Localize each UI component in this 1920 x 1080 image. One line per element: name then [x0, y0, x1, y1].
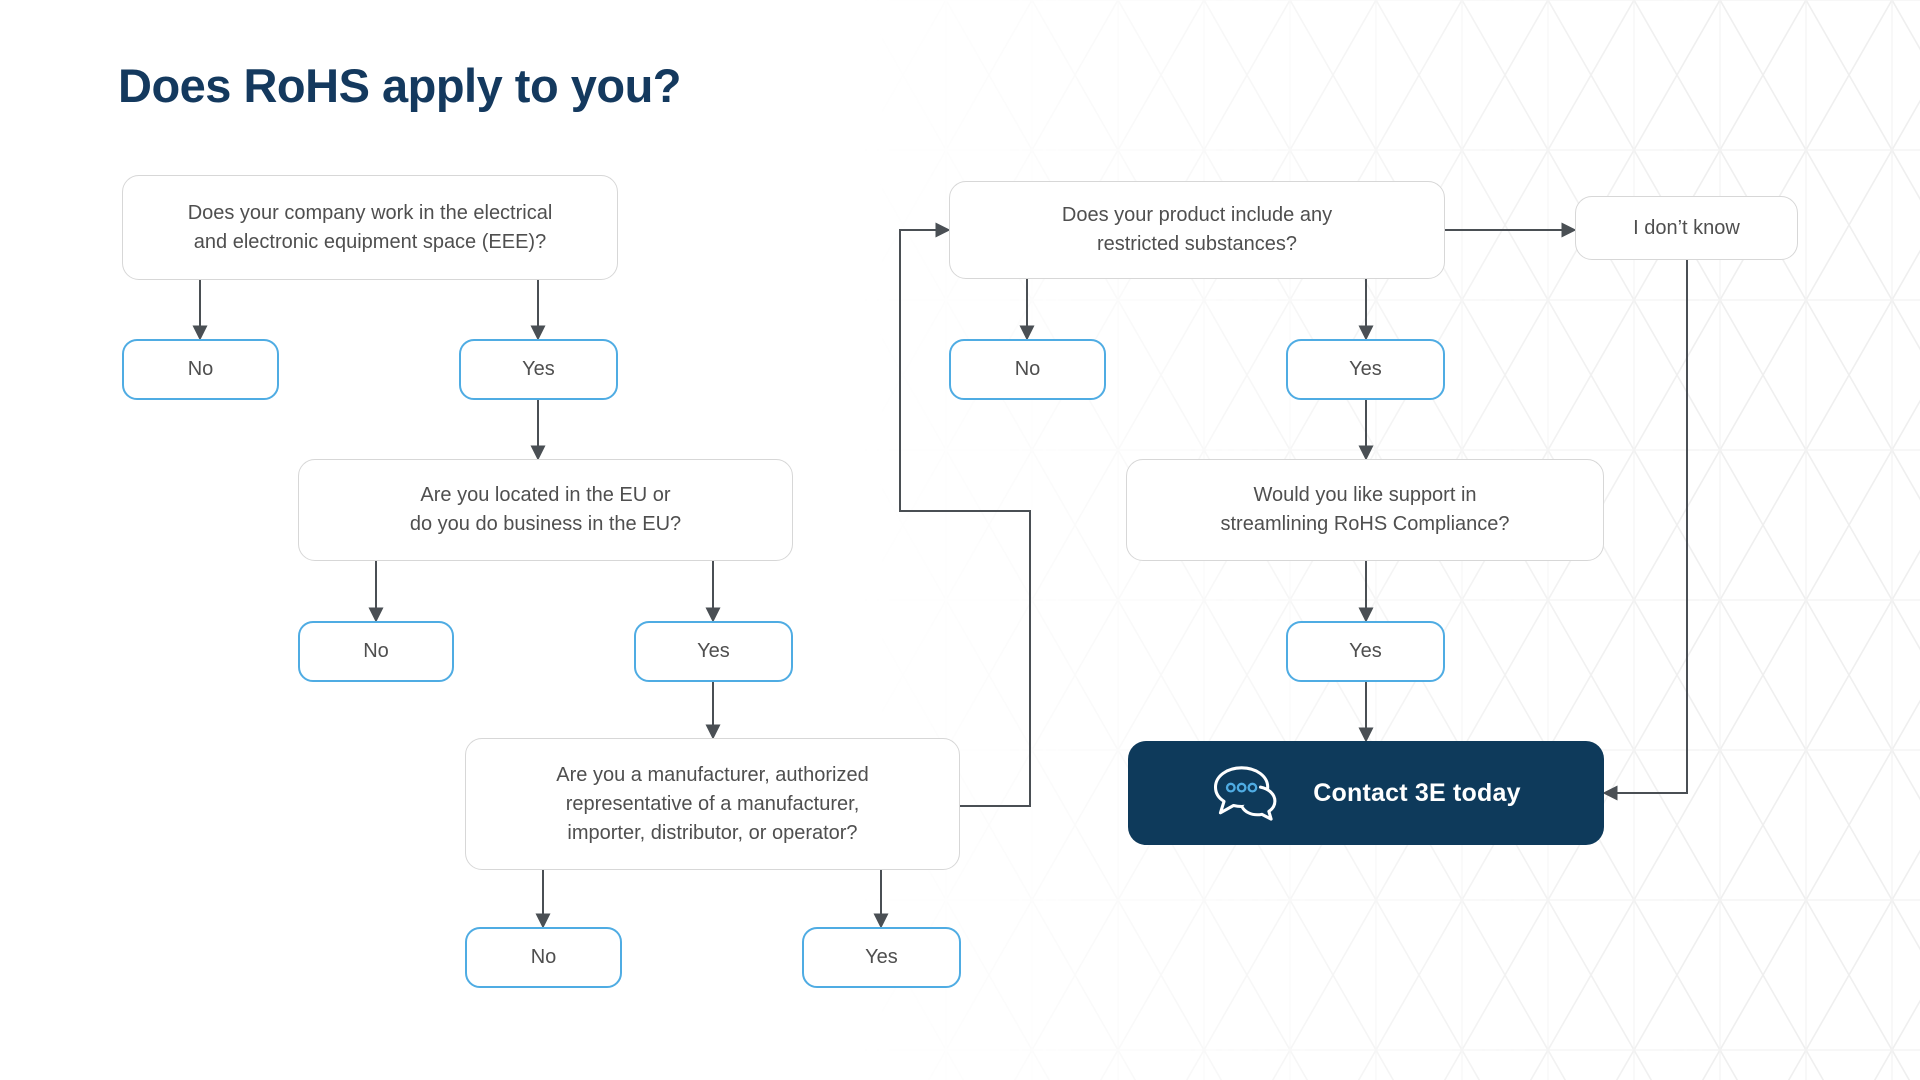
answer-eu-yes: Yes	[634, 621, 793, 682]
contact-button-label: Contact 3E today	[1313, 778, 1521, 807]
answer-i-dont-know: I don’t know	[1575, 196, 1798, 260]
answer-substances-yes: Yes	[1286, 339, 1445, 400]
question-eee-space: Does your company work in the electrical…	[122, 175, 618, 280]
contact-button[interactable]: Contact 3E today	[1128, 741, 1604, 845]
answer-eee-no: No	[122, 339, 279, 400]
page-title: Does RoHS apply to you?	[118, 59, 682, 112]
answer-eee-yes: Yes	[459, 339, 618, 400]
question-supply-chain-role: Are you a manufacturer, authorized repre…	[465, 738, 960, 870]
chat-bubbles-icon	[1214, 766, 1277, 821]
answer-eu-no: No	[298, 621, 454, 682]
answer-role-yes: Yes	[802, 927, 961, 988]
answer-substances-no: No	[949, 339, 1106, 400]
answer-support-yes: Yes	[1286, 621, 1445, 682]
question-eu-location: Are you located in the EU or do you do b…	[298, 459, 793, 561]
question-restricted-substances: Does your product include any restricted…	[949, 181, 1445, 279]
question-support-compliance: Would you like support in streamlining R…	[1126, 459, 1604, 561]
answer-role-no: No	[465, 927, 622, 988]
